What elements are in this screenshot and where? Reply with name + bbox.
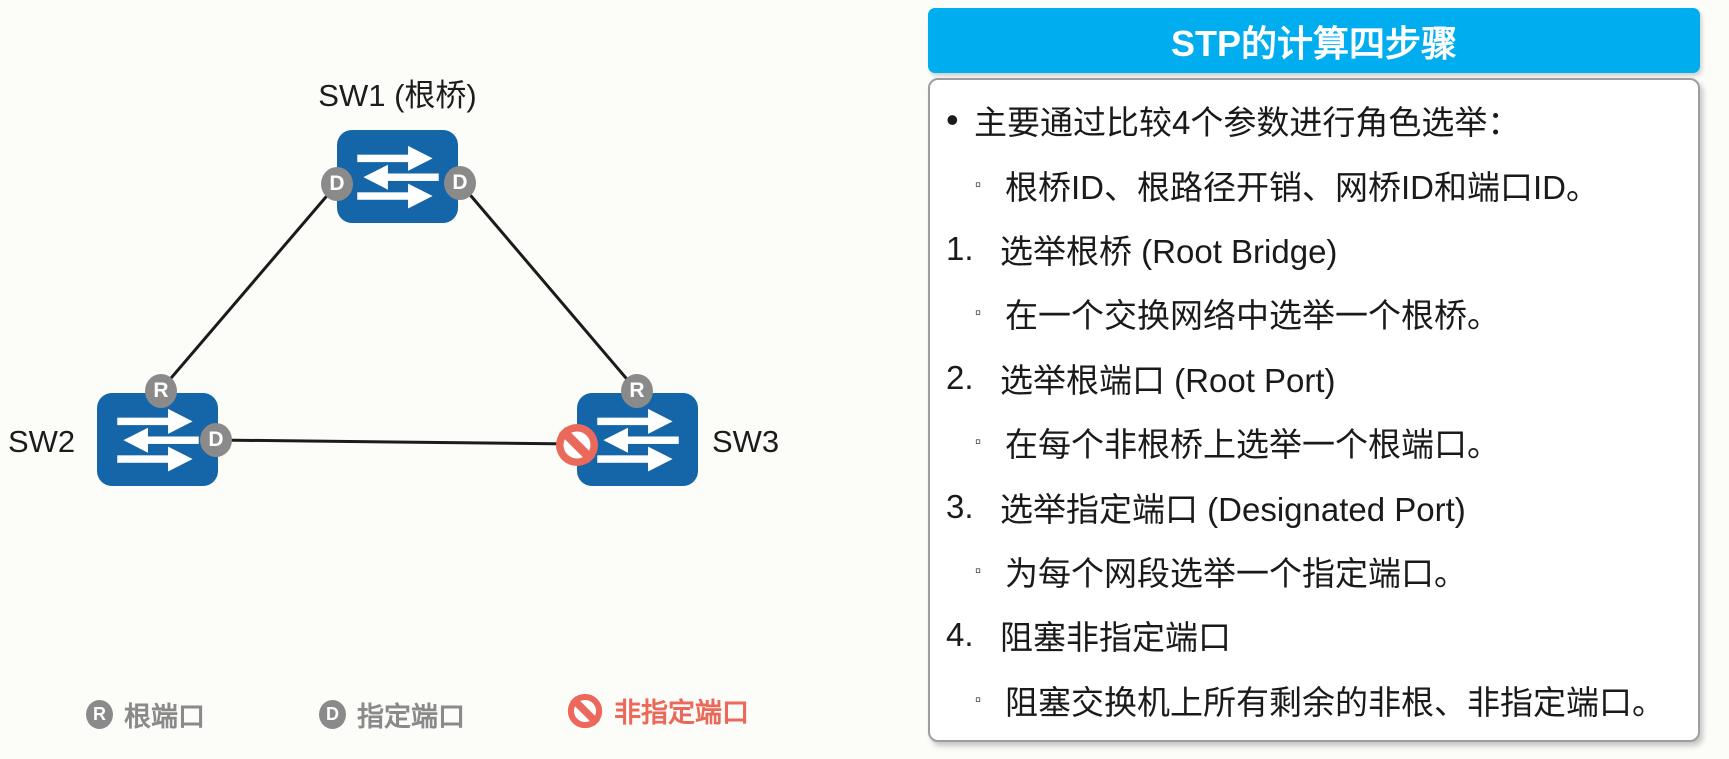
panel-item-text: 选举根端口 (Root Port) [1000, 361, 1336, 399]
panel-item-text: 选举指定端口 (Designated Port) [1000, 490, 1466, 528]
panel-item-text: 阻塞非指定端口 [1000, 619, 1231, 657]
legend-item-designated-port: D 指定端口 [319, 695, 465, 734]
sw2-root-port-badge: R [145, 374, 177, 408]
panel-item-text: 阻塞交换机上所有剩余的非根、非指定端口。 [1005, 683, 1665, 721]
number-marker: 2. [946, 358, 974, 396]
sw2-designated-port-badge: D [200, 423, 232, 457]
switch-sw2 [97, 393, 218, 486]
panel-subitem: ▫ 为每个网段选举一个指定端口。 [930, 547, 1698, 595]
number-marker: 1. [946, 230, 974, 268]
panel-item-text: 在一个交换网络中选举一个根桥。 [1005, 297, 1500, 335]
panel-title: STP的计算四步骤 [928, 8, 1700, 73]
sw3-label: SW3 [712, 424, 780, 459]
panel-item: 1. 选举根桥 (Root Bridge) [930, 225, 1698, 273]
panel-subitem: ▫ 根桥ID、根路径开销、网桥ID和端口ID。 [930, 161, 1698, 209]
sub-bullet-marker: ▫ [975, 303, 982, 323]
sw1-right-designated-port-badge: D [444, 166, 476, 200]
stp-steps-panel: • 主要通过比较4个参数进行角色选举： ▫ 根桥ID、根路径开销、网桥ID和端口… [928, 78, 1700, 742]
root-port-icon: R [86, 700, 113, 729]
sw2-label: SW2 [8, 424, 76, 459]
designated-port-icon: D [319, 700, 346, 729]
sw3-root-port-badge: R [621, 374, 653, 408]
sub-bullet-marker: ▫ [975, 174, 982, 194]
sub-bullet-marker: ▫ [975, 432, 982, 452]
panel-item-text: 主要通过比较4个参数进行角色选举： [974, 104, 1521, 142]
number-marker: 4. [946, 616, 974, 654]
legend-item-root-port: R 根端口 [86, 695, 205, 734]
legend-label: 非指定端口 [614, 698, 749, 728]
panel-subitem: ▫ 阻塞交换机上所有剩余的非根、非指定端口。 [930, 676, 1698, 724]
no-entry-icon [556, 424, 598, 466]
switch-icon [596, 408, 679, 472]
panel-item-text: 选举根桥 (Root Bridge) [1000, 233, 1338, 271]
switch-icon [356, 145, 439, 209]
panel-subitem: ▫ 在一个交换网络中选举一个根桥。 [930, 289, 1698, 337]
legend-label: 指定端口 [357, 702, 465, 732]
panel-item-text: 为每个网段选举一个指定端口。 [1005, 554, 1467, 592]
panel-item: • 主要通过比较4个参数进行角色选举： [930, 96, 1698, 144]
panel-item-text: 在每个非根桥上选举一个根端口。 [1005, 426, 1500, 464]
sub-bullet-marker: ▫ [975, 689, 982, 709]
sw1-left-designated-port-badge: D [321, 167, 353, 201]
legend-label: 根端口 [124, 702, 205, 732]
panel-item: 4. 阻塞非指定端口 [930, 611, 1698, 659]
panel-subitem: ▫ 在每个非根桥上选举一个根端口。 [930, 418, 1698, 466]
bullet-marker: • [946, 99, 959, 141]
switch-icon [116, 408, 199, 472]
panel-item: 3. 选举指定端口 (Designated Port) [930, 483, 1698, 531]
sub-bullet-marker: ▫ [975, 560, 982, 580]
switch-sw3 [577, 393, 698, 486]
legend-item-non-designated-port: 非指定端口 [567, 691, 749, 730]
sw1-label: SW1 (根桥) [318, 78, 477, 113]
sw3-blocked-port-icon [555, 423, 599, 467]
panel-item-text: 根桥ID、根路径开销、网桥ID和端口ID。 [1005, 168, 1599, 206]
switch-sw1 [337, 130, 458, 223]
number-marker: 3. [946, 487, 974, 525]
panel-item: 2. 选举根端口 (Root Port) [930, 354, 1698, 402]
no-entry-icon [567, 693, 603, 728]
